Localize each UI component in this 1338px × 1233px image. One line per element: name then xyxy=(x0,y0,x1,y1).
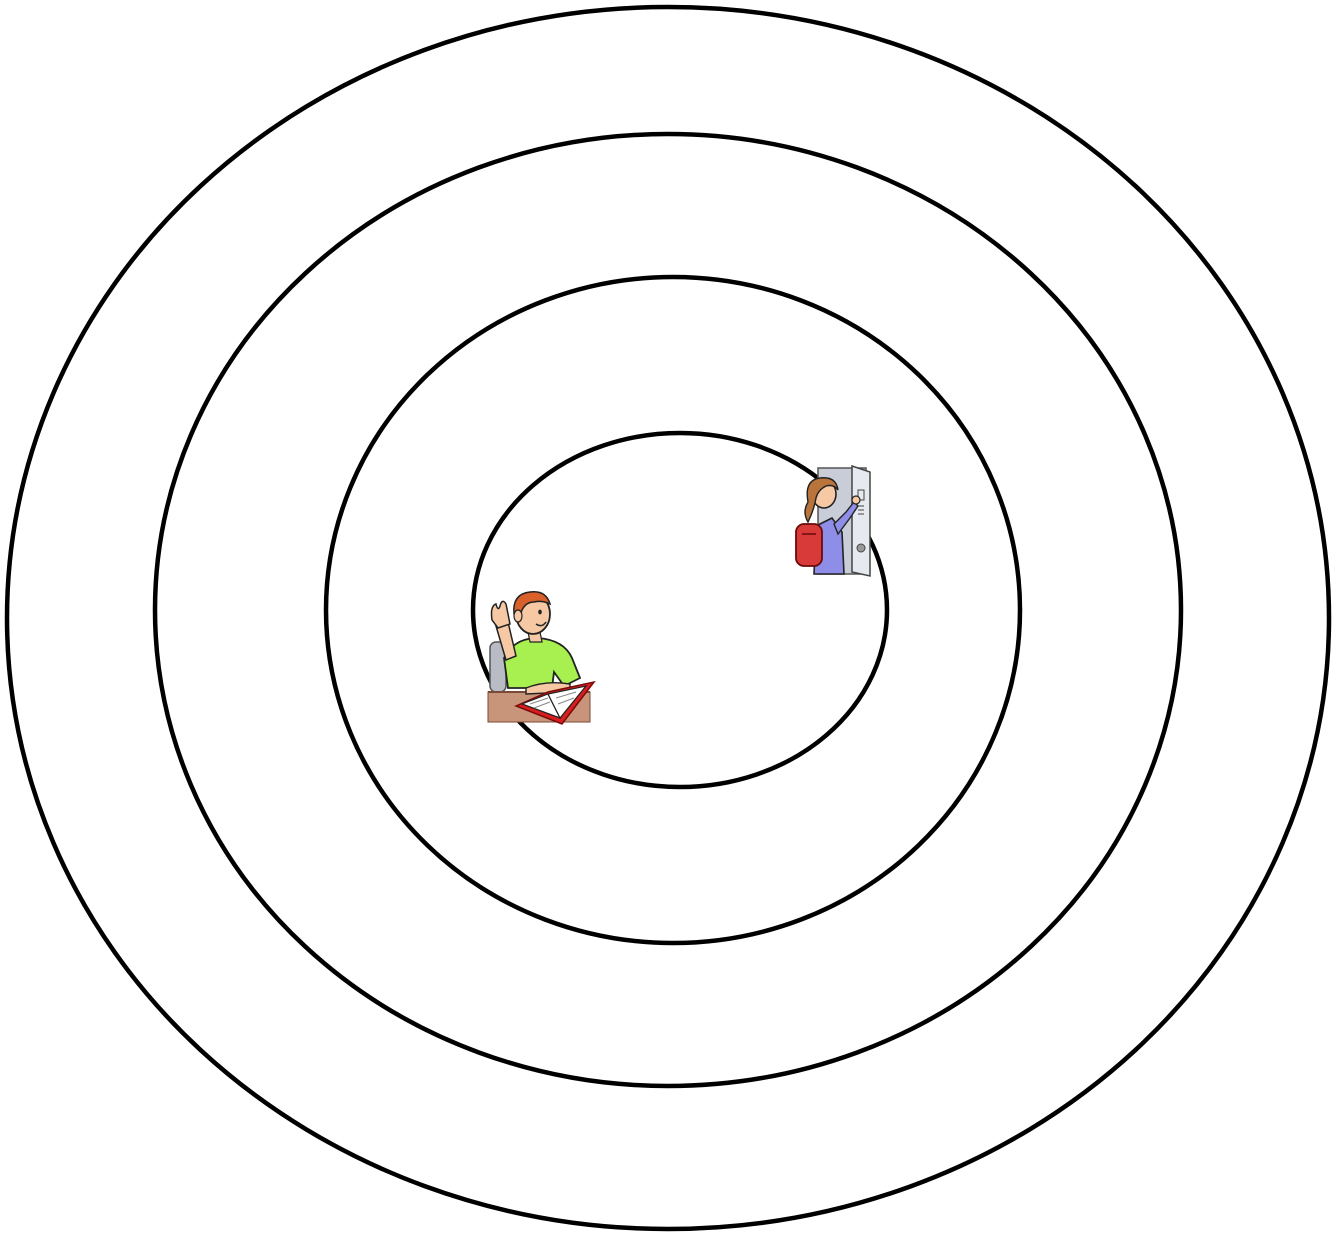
outer-ring xyxy=(7,7,1329,1229)
second-ring xyxy=(326,277,1020,943)
student-raising-hand-at-desk-icon xyxy=(488,592,594,724)
student-at-locker-icon xyxy=(796,466,870,576)
